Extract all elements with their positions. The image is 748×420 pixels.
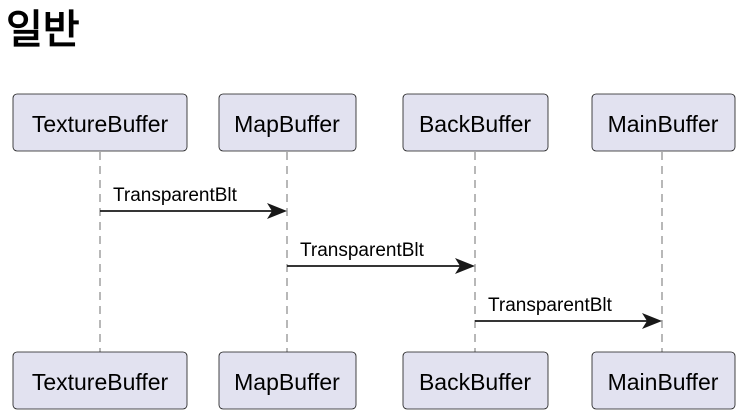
message-label: TransparentBlt (488, 295, 613, 316)
participant-label: MainBuffer (608, 369, 719, 395)
participant-mainbuffer-bottom[interactable]: MainBuffer (591, 351, 736, 410)
participant-label: TextureBuffer (32, 369, 169, 395)
participant-label: BackBuffer (419, 111, 531, 137)
participant-texturebuffer-bottom[interactable]: TextureBuffer (12, 351, 188, 410)
message-texturebuffer-to-mapbuffer[interactable]: TransparentBlt (100, 185, 287, 219)
message-mapbuffer-to-backbuffer[interactable]: TransparentBlt (287, 240, 475, 274)
participant-mainbuffer-top[interactable]: MainBuffer (591, 93, 736, 152)
message-label: TransparentBlt (300, 240, 425, 261)
participant-backbuffer-top[interactable]: BackBuffer (402, 93, 549, 152)
participant-mapbuffer-bottom[interactable]: MapBuffer (218, 351, 357, 410)
participant-label: TextureBuffer (32, 111, 169, 137)
participant-label: MainBuffer (608, 111, 719, 137)
participant-label: MapBuffer (234, 369, 340, 395)
participant-backbuffer-bottom[interactable]: BackBuffer (402, 351, 549, 410)
participant-texturebuffer-top[interactable]: TextureBuffer (12, 93, 188, 152)
participant-label: MapBuffer (234, 111, 340, 137)
messages: TransparentBlt TransparentBlt Transparen… (100, 185, 662, 329)
participants-top: TextureBuffer MapBuffer BackBuffer MainB… (12, 93, 736, 152)
participant-label: BackBuffer (419, 369, 531, 395)
page-title: 일반 (6, 7, 80, 53)
message-label: TransparentBlt (113, 185, 238, 206)
lifelines (99, 152, 663, 352)
arrow-head-icon (642, 313, 662, 329)
participants-bottom: TextureBuffer MapBuffer BackBuffer MainB… (12, 351, 736, 410)
participant-mapbuffer-top[interactable]: MapBuffer (218, 93, 357, 152)
arrow-head-icon (267, 203, 287, 219)
message-backbuffer-to-mainbuffer[interactable]: TransparentBlt (475, 295, 662, 329)
arrow-head-icon (455, 258, 475, 274)
